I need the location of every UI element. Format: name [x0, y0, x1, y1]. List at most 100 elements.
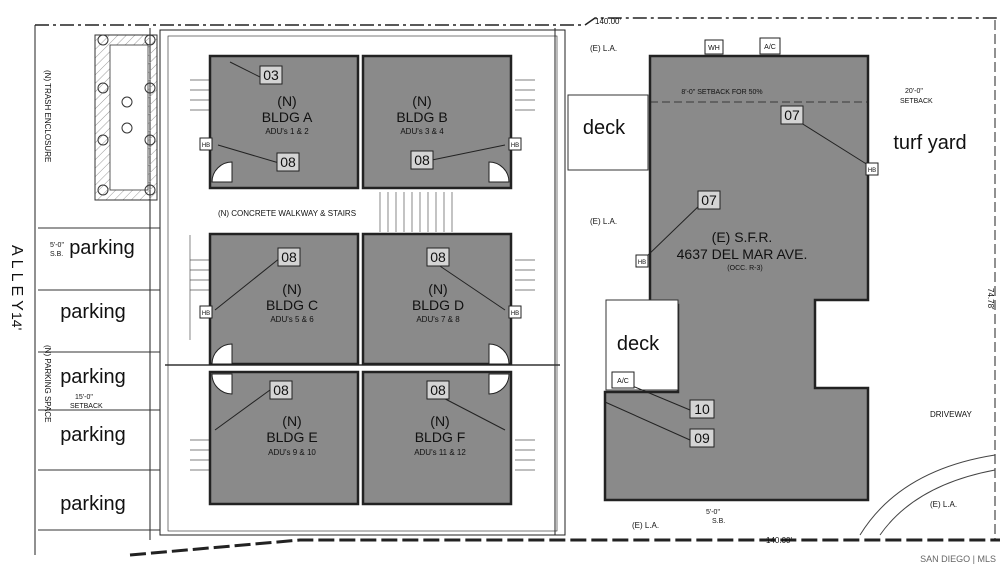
tag-07-b: 07: [701, 192, 717, 208]
buildings: [208, 54, 513, 506]
door-swings: [211, 161, 510, 395]
detail-tag-labels: 03 08 08 08 08 08 08 07 07 10 09: [263, 67, 800, 446]
water-heater-label: WH: [708, 45, 720, 52]
detail-tags: [259, 65, 804, 448]
stairs: [190, 79, 535, 471]
parking-stalls: [38, 227, 160, 531]
bottom-setback-value: 5'-0": [706, 509, 720, 516]
watermark: SAN DIEGO | MLS: [920, 554, 996, 564]
side-setback-value: 5'-0": [50, 242, 64, 249]
rear-setback-word: SETBACK: [70, 403, 103, 410]
hose-bib-c: [199, 305, 213, 319]
hb-label-house: HB: [638, 260, 646, 266]
tag-09: 09: [694, 430, 710, 446]
bottom-setback-sb: S.B.: [712, 518, 725, 525]
tag-03: 03: [263, 67, 279, 83]
walkway-label: (N) CONCRETE WALKWAY & STAIRS: [218, 209, 356, 218]
bottom-dimension: 140.00': [766, 536, 792, 545]
parking-label-2: parking: [60, 301, 126, 323]
ac-unit-box-lower: [611, 371, 635, 389]
hb-label-turf: HB: [868, 168, 876, 174]
trash-enclosure-label: (N) TRASH ENCLOSURE: [43, 70, 52, 162]
building-d-status: (N): [428, 281, 447, 297]
tag-08-box-a: [276, 152, 300, 172]
driveway-curve-inner: [879, 469, 996, 536]
tag-08-box-b: [410, 150, 434, 170]
building-e-status: (N): [282, 413, 301, 429]
tag-08-d: 08: [430, 249, 446, 265]
hb-label-d: HB: [511, 311, 519, 317]
alley-width-label: 14': [9, 312, 25, 330]
landscape-label-right: (E) L.A.: [930, 500, 957, 509]
driveway-label: DRIVEWAY: [930, 410, 972, 419]
alley-label: ALLEY: [8, 245, 25, 315]
building-c-status: (N): [282, 281, 301, 297]
hb-label-a: HB: [202, 143, 210, 149]
building-c-units: ADU's 5 & 6: [270, 315, 314, 324]
tag-08-b: 08: [414, 152, 430, 168]
building-a-status: (N): [277, 93, 296, 109]
tag-08-f: 08: [430, 382, 446, 398]
landscape-label-top: (E) L.A.: [590, 44, 617, 53]
deck-lower-label: deck: [617, 333, 660, 355]
tag-10-box: [689, 399, 715, 419]
tag-08-c: 08: [281, 249, 297, 265]
deck-upper-label: deck: [583, 117, 626, 139]
fixtures: [199, 37, 879, 389]
tag-03-box: [259, 65, 283, 85]
front-setback-word: SETBACK: [900, 98, 933, 105]
top-dimension: 140.00': [595, 17, 621, 26]
deck-upper: [567, 94, 649, 171]
hose-bib-d: [508, 305, 522, 319]
house-address: 4637 DEL MAR AVE.: [677, 246, 808, 262]
building-a-units: ADU's 1 & 2: [265, 127, 309, 136]
tag-09-box: [689, 428, 715, 448]
building-e-name: BLDG E: [266, 429, 317, 445]
building-d-units: ADU's 7 & 8: [416, 315, 460, 324]
tag-08-box-f: [426, 380, 450, 400]
tag-07-a: 07: [784, 107, 800, 123]
building-e-units: ADU's 9 & 10: [268, 448, 316, 457]
parking-space-label: (N) PARKING SPACE: [43, 345, 52, 423]
parking-label-5: parking: [60, 493, 126, 515]
hb-label-b: HB: [511, 143, 519, 149]
parking-label-4: parking: [60, 424, 126, 446]
building-b-units: ADU's 3 & 4: [400, 127, 444, 136]
tag-08-a: 08: [280, 154, 296, 170]
building-f-status: (N): [430, 413, 449, 429]
property-lines: [34, 17, 1000, 557]
building-a-name: BLDG A: [262, 109, 313, 125]
turf-yard-label: turf yard: [893, 132, 966, 154]
landscape-label-bottom: (E) L.A.: [632, 521, 659, 530]
side-setback-sb: S.B.: [50, 251, 63, 258]
hose-bib-b: [508, 137, 522, 151]
driveway-curve: [859, 454, 996, 536]
ac-label-top: A/C: [764, 44, 776, 51]
water-heater-box: [704, 39, 724, 55]
hose-bib-house: [635, 254, 649, 268]
trash-enclosure: [94, 34, 158, 201]
hose-bib-turf: [865, 162, 879, 176]
house-title: (E) S.F.R.: [712, 229, 773, 245]
parking-label-1: parking: [69, 237, 135, 259]
tag-08-box-d: [426, 247, 450, 267]
building-c-name: BLDG C: [266, 297, 318, 313]
hb-label-c: HB: [202, 311, 210, 317]
setback-50-note: 8'-0" SETBACK FOR 50%: [681, 89, 762, 96]
building-b: [361, 54, 513, 190]
tag-08-box-c: [277, 247, 301, 267]
tag-07-box-a: [780, 105, 804, 125]
house-occupancy: (OCC. R-3): [727, 265, 762, 272]
hose-bib-a: [199, 137, 213, 151]
tag-08-e: 08: [273, 382, 289, 398]
front-setback-value: 20'-0": [905, 88, 923, 95]
building-f-units: ADU's 11 & 12: [414, 448, 466, 457]
building-f-name: BLDG F: [415, 429, 466, 445]
building-d-name: BLDG D: [412, 297, 464, 313]
right-dimension: 74.78': [986, 288, 995, 310]
landscape-label-mid: (E) L.A.: [590, 217, 617, 226]
building-b-name: BLDG B: [396, 109, 447, 125]
ac-unit-box-top: [759, 37, 781, 55]
